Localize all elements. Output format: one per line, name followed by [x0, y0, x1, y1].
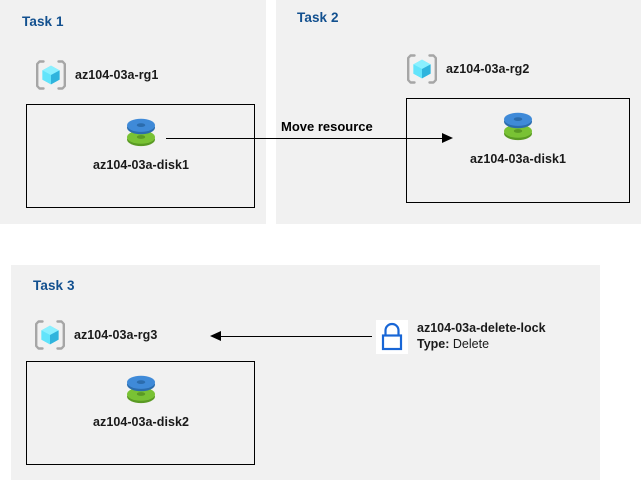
connector-lock-arrowhead [210, 331, 221, 341]
resource-group-label: az104-03a-rg3 [74, 328, 158, 342]
lock-type-key: Type: [417, 337, 450, 351]
lock-text-block: az104-03a-delete-lock Type: Delete [417, 320, 546, 352]
disk-label: az104-03a-disk1 [93, 158, 189, 172]
managed-disk-icon [496, 107, 540, 147]
node-az104-03a-rg3: az104-03a-rg3 [33, 318, 157, 352]
node-az104-03a-delete-lock: az104-03a-delete-lock Type: Delete [376, 320, 546, 354]
panel-title-task-1: Task 1 [22, 14, 64, 29]
lock-name-label: az104-03a-delete-lock [417, 321, 546, 335]
resource-group-icon [33, 318, 67, 352]
panel-title-task-3: Task 3 [33, 278, 75, 293]
lock-icon [376, 320, 408, 354]
node-az104-03a-rg1: az104-03a-rg1 [34, 58, 158, 92]
connector-move-resource-arrowhead [442, 133, 453, 143]
node-az104-03a-rg2: az104-03a-rg2 [405, 52, 529, 86]
resource-group-icon [34, 58, 68, 92]
lock-type-line: Type: Delete [417, 336, 546, 352]
managed-disk-icon [119, 113, 163, 153]
lock-type-value: Delete [452, 337, 490, 351]
connector-lock-line [219, 336, 372, 337]
node-az104-03a-disk1-source: az104-03a-disk1 [77, 113, 205, 172]
resource-group-label: az104-03a-rg1 [75, 68, 159, 82]
disk-label: az104-03a-disk1 [470, 152, 566, 166]
resource-group-icon [405, 52, 439, 86]
node-az104-03a-disk1-target: az104-03a-disk1 [454, 107, 582, 166]
connector-move-resource-line [166, 138, 448, 139]
node-az104-03a-disk2: az104-03a-disk2 [77, 370, 205, 429]
connector-move-resource-label: Move resource [281, 119, 373, 134]
panel-title-task-2: Task 2 [297, 10, 339, 25]
managed-disk-icon [119, 370, 163, 410]
disk-label: az104-03a-disk2 [93, 415, 189, 429]
resource-group-label: az104-03a-rg2 [446, 62, 530, 76]
